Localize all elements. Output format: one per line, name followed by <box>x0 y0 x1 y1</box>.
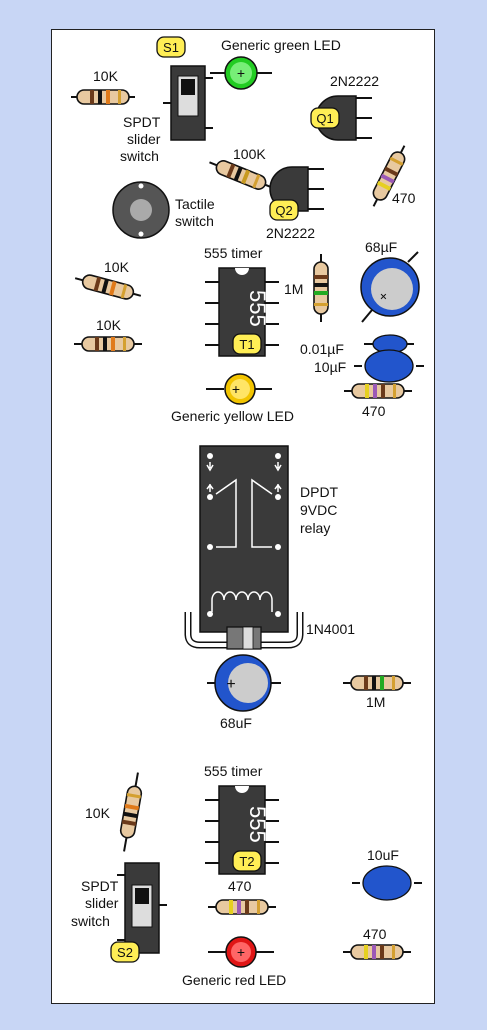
resistor-470-a[interactable] <box>367 143 410 210</box>
resistor-10k-c[interactable] <box>74 336 142 352</box>
chip2-text: 555 <box>245 806 270 843</box>
cap-10uf-a-label: 10µF <box>314 359 346 375</box>
t2-tag-text: T2 <box>239 854 254 869</box>
q1-part-label: 2N2222 <box>330 73 379 89</box>
s1-tag-text: S1 <box>163 40 179 55</box>
resistor-10k-a[interactable] <box>71 89 135 105</box>
yellow-led-label: Generic yellow LED <box>171 408 294 424</box>
resistor-1m-b[interactable] <box>343 675 411 691</box>
t1-tag-text: T1 <box>239 337 254 352</box>
cap-10uf-b-label: 10uF <box>367 847 399 863</box>
q2-part-label: 2N2222 <box>266 225 315 241</box>
capacitor-68uf-a[interactable]: + <box>360 251 420 323</box>
diode-1n4001[interactable] <box>184 612 304 650</box>
spdt1-label-3: switch <box>120 148 159 164</box>
spdt2-label-1: SPDT <box>81 878 119 894</box>
svg-text:+: + <box>237 944 245 960</box>
spdt1-label-2: slider <box>127 131 161 147</box>
capacitor-68uf-b[interactable]: + <box>207 654 281 712</box>
tactile-label-2: switch <box>175 213 214 229</box>
s2-tag-text: S2 <box>117 945 133 960</box>
resistor-10k-c-label: 10K <box>96 317 122 333</box>
s2-tag: S2 <box>110 941 140 963</box>
relay-label-1: DPDT <box>300 484 339 500</box>
capacitor-10uf-a[interactable] <box>354 349 424 383</box>
spdt2-label-3: switch <box>71 913 110 929</box>
resistor-470-b-label: 470 <box>362 403 386 419</box>
chip1-text: 555 <box>245 290 270 327</box>
tactile-switch[interactable] <box>112 181 170 239</box>
diode-label: 1N4001 <box>306 621 355 637</box>
resistor-10k-d-label: 10K <box>85 805 111 821</box>
resistor-1m-b-label: 1M <box>366 694 385 710</box>
cap-68uf-a-label: 68µF <box>365 239 397 255</box>
svg-text:+: + <box>237 65 245 81</box>
resistor-100k-label: 100K <box>233 146 266 162</box>
svg-text:+: + <box>232 381 240 397</box>
resistor-1m-a[interactable] <box>313 254 329 322</box>
resistor-470-d[interactable] <box>343 944 411 960</box>
timer2-title: 555 timer <box>204 763 263 779</box>
timer-chip-2[interactable]: 555 <box>205 785 279 875</box>
resistor-1m-a-label: 1M <box>284 281 303 297</box>
relay-label-3: relay <box>300 520 330 536</box>
slider-switch-s2[interactable] <box>117 862 167 954</box>
resistor-10k-d[interactable] <box>117 771 145 852</box>
slider-switch-s1[interactable] <box>163 65 213 141</box>
resistor-470-c[interactable] <box>208 899 276 915</box>
resistor-10k-a-label: 10K <box>93 68 119 84</box>
q2-tag-text: Q2 <box>275 203 292 218</box>
spdt1-label-1: SPDT <box>123 114 161 130</box>
q1-tag-text: Q1 <box>316 111 333 126</box>
resistor-10k-b[interactable] <box>73 271 142 302</box>
t2-tag: T2 <box>232 850 262 872</box>
q2-tag: Q2 <box>269 199 299 221</box>
green-led-label: Generic green LED <box>221 37 341 53</box>
resistor-470-c-label: 470 <box>228 878 252 894</box>
resistor-470-d-label: 470 <box>363 926 387 942</box>
green-led[interactable]: + <box>210 56 272 90</box>
resistor-470-a-label: 470 <box>392 190 416 206</box>
tactile-label-1: Tactile <box>175 196 215 212</box>
relay-label-2: 9VDC <box>300 502 337 518</box>
capacitor-10uf-b[interactable] <box>352 865 422 901</box>
resistor-470-b[interactable] <box>344 383 412 399</box>
red-led[interactable]: + <box>208 936 274 968</box>
q1-tag: Q1 <box>310 107 340 129</box>
resistor-100k[interactable] <box>207 156 275 194</box>
cap-001uf-label: 0.01µF <box>300 341 344 357</box>
red-led-label: Generic red LED <box>182 972 286 988</box>
cap-68uf-b-label: 68uF <box>220 715 252 731</box>
relay[interactable] <box>199 445 289 633</box>
spdt2-label-2: slider <box>85 895 119 911</box>
yellow-led[interactable]: + <box>206 373 272 405</box>
resistor-10k-b-label: 10K <box>104 259 130 275</box>
svg-text:+: + <box>226 676 235 693</box>
s1-tag: S1 <box>156 36 186 58</box>
timer1-title: 555 timer <box>204 245 263 261</box>
t1-tag: T1 <box>232 333 262 355</box>
